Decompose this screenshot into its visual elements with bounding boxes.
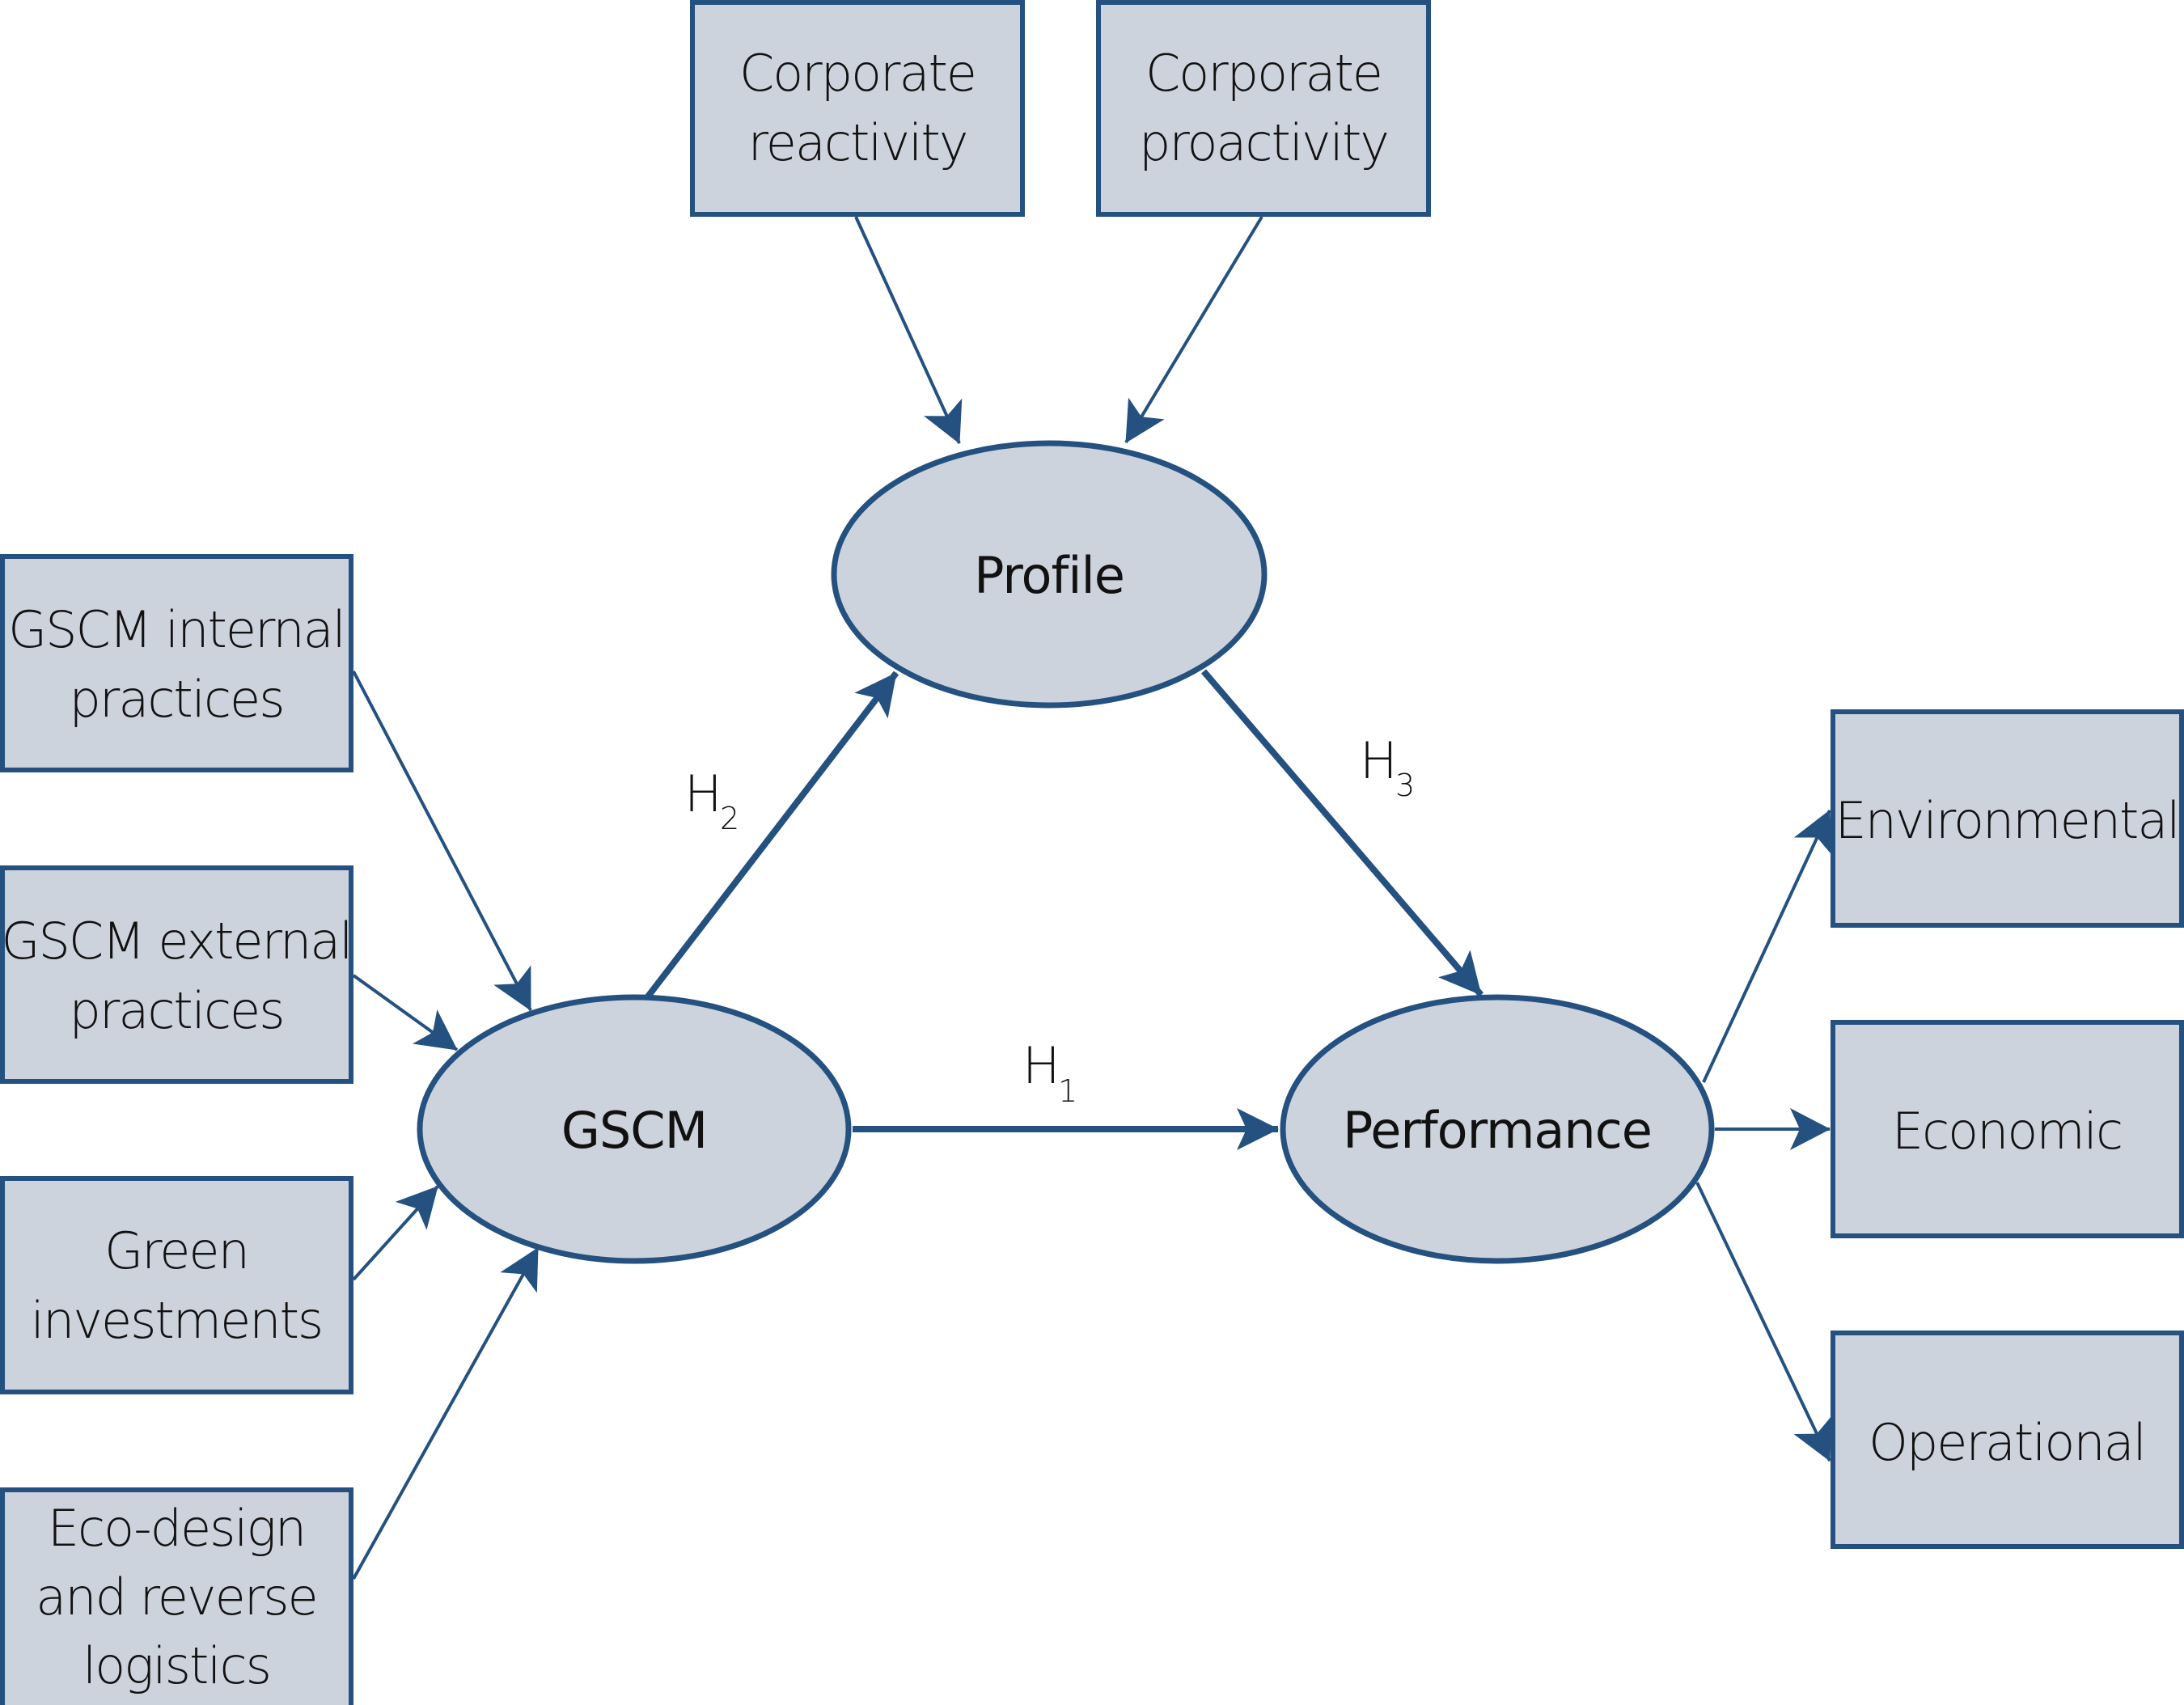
edges — [352, 215, 1832, 1580]
edge-h3-profile-to-performance — [1200, 669, 1484, 997]
box-label-line: Corporate — [739, 44, 976, 103]
box-corporate-proactivity: Corporate proactivity — [1096, 0, 1431, 217]
box-label-line: Operational — [1869, 1413, 2145, 1472]
node-label: Profile — [974, 546, 1124, 605]
box-label-line: investments — [31, 1291, 322, 1350]
box-gscm-external-practices: GSCM external practices — [0, 865, 353, 1084]
edge-gscm-external-to-gscm — [352, 974, 459, 1051]
box-green-investments: Green investments — [0, 1176, 353, 1394]
edge-eco-design-to-gscm — [352, 1247, 540, 1580]
edge-gscm-internal-to-gscm — [352, 671, 532, 1011]
edge-corporate-proactivity-to-profile — [1124, 215, 1263, 444]
box-label-line: practices — [70, 981, 284, 1040]
edge-h2-gscm-to-profile — [645, 671, 899, 999]
box-label-line: Eco-design — [48, 1499, 305, 1558]
edge-corporate-reactivity-to-profile — [854, 216, 963, 444]
box-label-line: logistics — [83, 1636, 270, 1695]
node-label: GSCM — [561, 1101, 707, 1160]
box-environmental: Environmental — [1831, 709, 2184, 928]
box-corporate-reactivity: Corporate reactivity — [690, 0, 1025, 217]
edge-green-investments-to-gscm — [352, 1185, 439, 1281]
node-label: Performance — [1343, 1101, 1652, 1160]
box-label-line: GSCM internal — [8, 600, 345, 659]
box-label-line: Corporate — [1145, 44, 1382, 103]
node-performance: Performance — [1280, 994, 1715, 1264]
hypothesis-label-h3: H 3 — [1360, 731, 1415, 803]
box-eco-design-reverse-logistics: Eco-design and reverse logistics — [0, 1487, 353, 1705]
hypothesis-h3-subscript: 3 — [1395, 768, 1415, 803]
node-gscm: GSCM — [417, 994, 852, 1264]
box-label-line: Environmental — [1835, 791, 2178, 850]
box-label-line: reactivity — [748, 113, 967, 172]
hypothesis-h1-main: H — [1022, 1036, 1060, 1095]
hypothesis-h3-main: H — [1360, 731, 1398, 790]
hypothesis-h1-subscript: 1 — [1058, 1073, 1077, 1109]
box-label-line: practices — [70, 670, 284, 729]
box-label-line: and reverse — [36, 1568, 316, 1627]
box-economic: Economic — [1831, 1020, 2184, 1238]
hypothesis-label-h2: H 2 — [684, 764, 739, 836]
box-operational: Operational — [1831, 1331, 2184, 1549]
edge-performance-to-environmental — [1702, 810, 1832, 1083]
hypothesis-h2-subscript: 2 — [720, 801, 739, 836]
edge-performance-to-operational — [1695, 1182, 1832, 1462]
box-label-line: GSCM external — [1, 912, 351, 971]
node-profile: Profile — [831, 440, 1268, 709]
hypothesis-label-h1: H 1 — [1022, 1036, 1077, 1109]
box-label-line: Economic — [1892, 1102, 2122, 1161]
box-label-line: Green — [104, 1221, 248, 1280]
hypothesis-h2-main: H — [684, 764, 722, 823]
box-gscm-internal-practices: GSCM internal practices — [0, 554, 353, 772]
box-label-line: proactivity — [1139, 113, 1388, 172]
